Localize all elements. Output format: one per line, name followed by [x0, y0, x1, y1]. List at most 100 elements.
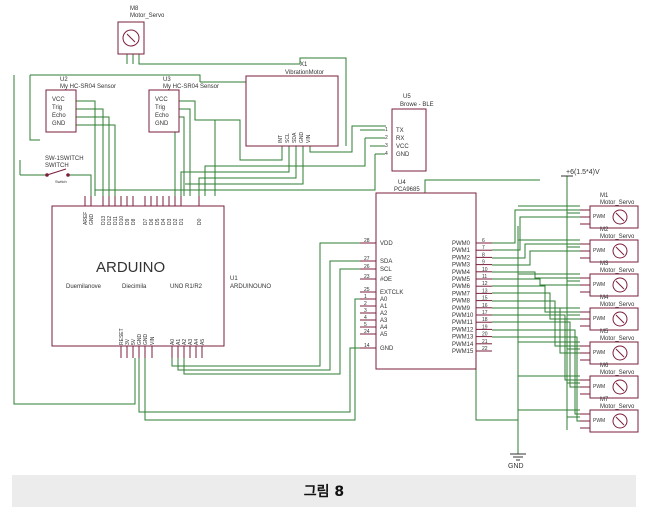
- pca-pin-pwm3: PWM3: [452, 263, 471, 269]
- sensor-u3-pin-gnd: GND: [155, 121, 169, 127]
- arduino-bottom-pin-reset: RESET: [119, 328, 125, 345]
- ble-module-u5: U5 Browe - BLE TX RX VCC GND 1 2 3 4: [385, 94, 434, 172]
- wire: [179, 100, 216, 196]
- pca-pin-scl: SCL: [380, 267, 392, 273]
- ground-label: GND: [508, 463, 524, 470]
- arduino-top-pin-d1: D1: [179, 218, 185, 225]
- wire: [492, 209, 580, 244]
- wire: [76, 108, 104, 196]
- figure-caption: 그림 8: [303, 484, 345, 500]
- sensor-u3-ref: U3: [163, 77, 171, 83]
- pca-pin-number: 6: [482, 238, 485, 244]
- power-label: +6(1.5*4)V: [566, 169, 600, 176]
- arduino-bottom-pin-a2: A2: [182, 339, 188, 345]
- wire: [95, 153, 385, 191]
- wire: [30, 74, 201, 82]
- wire: [179, 108, 191, 196]
- servo-m8: M8 Motor_Servo: [117, 6, 165, 55]
- pca-pin-pwm6: PWM6: [452, 284, 471, 290]
- pca-pin-pwm9: PWM9: [452, 306, 471, 312]
- wire: [492, 250, 580, 266]
- sensor-u2: U2 My HC-SR04 Sensor VCC Trig Echo GND: [45, 77, 116, 133]
- ble-pin-num-1: 1: [385, 127, 388, 133]
- arduino-top-pin-d12: D12: [107, 216, 113, 225]
- pca-pin-number: 12: [482, 281, 488, 287]
- pca-pin-pwm15: PWM15: [452, 349, 474, 355]
- arduino-bottom-pin-a0: A0: [170, 339, 176, 345]
- wire: [177, 260, 360, 371]
- servo-ref: M5: [600, 329, 609, 335]
- pca-pin-number: 16: [482, 303, 488, 309]
- pca-pin-a0: A0: [380, 297, 388, 303]
- pca-pin-number: 20: [482, 332, 488, 338]
- pca-pin-a1: A1: [380, 304, 388, 310]
- pca-pin-pwm4: PWM4: [452, 270, 471, 276]
- servo-column: M1Motor_ServoPWMM2Motor_ServoPWMM3Motor_…: [580, 193, 639, 433]
- pca-pin-number: 3: [364, 308, 367, 314]
- arduino-top-pin-d7: D7: [143, 218, 149, 225]
- pca-pin-pwm2: PWM2: [452, 255, 471, 261]
- arduino-top-pin-d2: D2: [173, 218, 179, 225]
- arduino-variant-duemilanove: Duemilanove: [66, 284, 102, 290]
- pca-pin-pwm5: PWM5: [452, 277, 471, 283]
- servo-value: Motor_Servo: [600, 200, 635, 206]
- servo-pin-label: PWM: [593, 418, 605, 424]
- pca-pin-number: 17: [482, 310, 488, 316]
- arduino-top-pin-d6: D6: [149, 218, 155, 225]
- pca-pin-sda: SDA: [380, 259, 392, 265]
- pca-pin-number: 26: [364, 264, 370, 270]
- servo-m8-ref: M8: [130, 6, 139, 12]
- arduino-title: ARDUINO: [96, 259, 165, 276]
- servo-value: Motor_Servo: [600, 336, 635, 342]
- arduino-top-pin-gnd: GND: [89, 214, 95, 226]
- servo-ref: M7: [600, 397, 609, 403]
- arduino-variant-uno: UNO R1/R2: [170, 284, 203, 290]
- wire: [179, 116, 185, 196]
- wire: [183, 268, 360, 375]
- switch-value: SWITCH: [45, 163, 69, 169]
- wire: [144, 298, 360, 421]
- wire: [180, 146, 290, 196]
- pca-ref: U4: [398, 180, 406, 186]
- arduino-bottom-pin-a5: A5: [200, 339, 206, 345]
- vibration-motor-x1: X1 VibrationMotor INT SCL SDA GND VIN: [245, 62, 339, 147]
- pca-pin-a3: A3: [380, 318, 388, 324]
- pca-pin-number: 23: [364, 274, 370, 280]
- switch-sw1: SW-1SWITCH SWITCH Switch: [45, 156, 84, 184]
- pca-pin-pwm7: PWM7: [452, 291, 471, 297]
- servo-value: Motor_Servo: [600, 234, 635, 240]
- pca-pin-oe: #OE: [380, 277, 392, 283]
- ble-pin-tx: TX: [396, 128, 404, 134]
- pca9685-u4: U4 PCA9685 VDD28SDA27SCL26#OE23EXTCLK25A…: [360, 180, 492, 370]
- servo-pin-label: PWM: [593, 282, 605, 288]
- arduino-bottom-pin-3v: 3V: [125, 338, 131, 345]
- pca-value: PCA9685: [394, 187, 420, 193]
- pca-pin-number: 5: [364, 322, 367, 328]
- ble-pin-num-3: 3: [385, 143, 388, 149]
- servo-value: Motor_Servo: [600, 370, 635, 376]
- pca-pin-pwm14: PWM14: [452, 342, 474, 348]
- servo-value: Motor_Servo: [600, 268, 635, 274]
- pca-pin-number: 2: [364, 301, 367, 307]
- pca-pin-gnd: GND: [380, 346, 394, 352]
- pca-pin-pwm10: PWM10: [452, 313, 474, 319]
- pca-pin-number: 13: [482, 288, 488, 294]
- ground-symbol: GND: [508, 453, 526, 470]
- pca-pin-number: 11: [482, 274, 487, 280]
- pca-pin-number: 7: [482, 245, 485, 251]
- wire: [424, 179, 540, 193]
- wire: [76, 100, 96, 196]
- servo-arm-icon: [615, 212, 625, 222]
- arduino-bottom-pin-vin: VIN: [150, 336, 156, 345]
- arduino-u1: ARDUINO Duemilanove Diecimila UNO R1/R2 …: [51, 196, 271, 358]
- pca-pin-pwm11: PWM11: [452, 320, 474, 326]
- vibration-pin-vin: VIN: [306, 134, 312, 143]
- pca-pin-number: 15: [482, 296, 488, 302]
- figure-caption-bar: 그림 8: [12, 475, 636, 507]
- arduino-value: ARDUINOUNO: [230, 284, 271, 290]
